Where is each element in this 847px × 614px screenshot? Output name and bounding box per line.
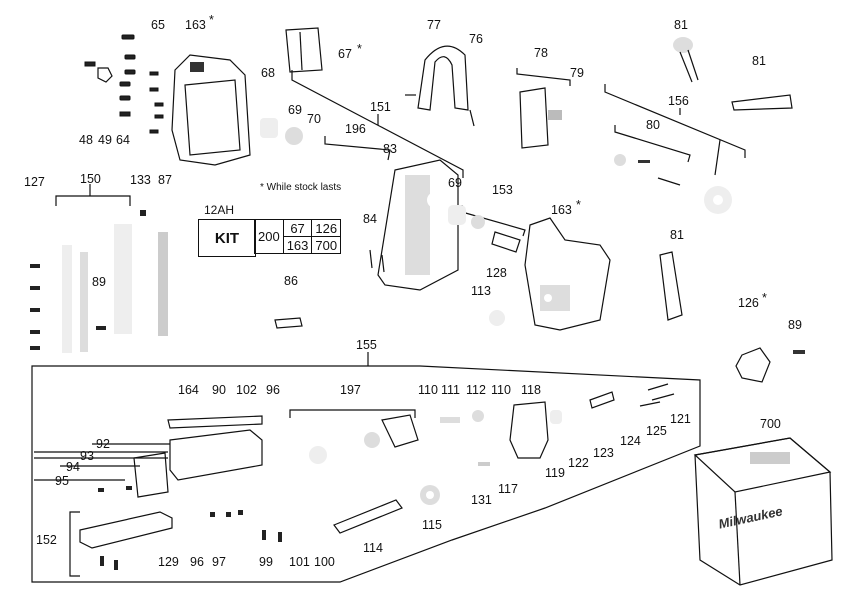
label-700: 700 (760, 417, 781, 431)
label-84: 84 (363, 212, 377, 226)
label-48: 48 (79, 133, 93, 147)
label-94: 94 (66, 460, 80, 474)
label-163: 163 (185, 18, 206, 32)
kit-code: 200 (254, 219, 284, 254)
label-86: 86 (284, 274, 298, 288)
label-197: 197 (340, 383, 361, 397)
label-68: 68 (261, 66, 275, 80)
label-89: 89 (92, 275, 106, 289)
column-151 (377, 159, 459, 291)
label-81: 81 (670, 228, 684, 242)
label-90: 90 (212, 383, 226, 397)
label-65: 65 (151, 18, 165, 32)
housing-163-right (524, 217, 611, 331)
label-110: 110 (418, 383, 438, 397)
label-69: 69 (288, 103, 302, 117)
label-92: 92 (96, 437, 110, 451)
kit-battery-title: 12AH (204, 203, 235, 217)
label-127: 127 (24, 175, 45, 189)
label-110: 110 (491, 383, 511, 397)
label-129: 129 (158, 555, 179, 569)
label-153: 153 (492, 183, 513, 197)
label-95: 95 (55, 474, 69, 488)
label-155: 155 (356, 338, 377, 352)
label-102: 102 (236, 383, 257, 397)
label-asterisk: * (576, 198, 581, 212)
rails-150 (62, 224, 168, 353)
label-70: 70 (307, 112, 321, 126)
label-78: 78 (534, 46, 548, 60)
label-119: 119 (545, 466, 565, 480)
label-96: 96 (266, 383, 280, 397)
label-97: 97 (212, 555, 226, 569)
label-asterisk: * (357, 42, 362, 56)
label-152: 152 (36, 533, 57, 547)
label-93: 93 (80, 449, 94, 463)
label-196: 196 (345, 122, 366, 136)
label-114: 114 (363, 541, 383, 555)
label-100: 100 (314, 555, 335, 569)
label-156: 156 (668, 94, 689, 108)
label-111: 111 (441, 383, 461, 397)
label-101: 101 (289, 555, 310, 569)
housing-163-top (171, 54, 251, 166)
label-asterisk: * (209, 13, 214, 27)
label-133: 133 (130, 173, 151, 187)
screws-48-65 (84, 34, 164, 134)
label-164: 164 (178, 383, 199, 397)
label-126: 126 (738, 296, 759, 310)
label-87: 87 (158, 173, 172, 187)
label-49: 49 (98, 133, 112, 147)
carrying-case-700 (693, 437, 833, 586)
label-150: 150 (80, 172, 101, 186)
kit-cell: 700 (311, 236, 342, 254)
kit-cell: 126 (311, 219, 342, 237)
kit-cell: 67 (282, 219, 313, 237)
label-asterisk: * (762, 291, 767, 305)
label-80: 80 (646, 118, 660, 132)
stock-note: * While stock lasts (260, 182, 342, 193)
label-125: 125 (646, 424, 667, 438)
label-115: 115 (422, 518, 442, 532)
kit-label: KIT (198, 219, 256, 257)
label-83: 83 (383, 142, 397, 156)
label-112: 112 (466, 383, 486, 397)
label-64: 64 (116, 133, 130, 147)
label-123: 123 (593, 446, 614, 460)
label-131: 131 (471, 493, 492, 507)
label-163: 163 (551, 203, 572, 217)
label-122: 122 (568, 456, 589, 470)
label-121: 121 (670, 412, 691, 426)
label-99: 99 (259, 555, 273, 569)
label-96: 96 (190, 555, 204, 569)
label-151: 151 (370, 100, 391, 114)
label-89: 89 (788, 318, 802, 332)
label-79: 79 (570, 66, 584, 80)
label-67: 67 (338, 47, 352, 61)
label-76: 76 (469, 32, 483, 46)
label-81: 81 (674, 18, 688, 32)
label-128: 128 (486, 266, 507, 280)
label-113: 113 (471, 284, 491, 298)
label-77: 77 (427, 18, 441, 32)
label-69: 69 (448, 176, 462, 190)
kit-cell: 163 (282, 236, 313, 254)
label-117: 117 (498, 482, 518, 496)
label-118: 118 (521, 383, 541, 397)
kit-table: 200 67 126 163 700 (254, 219, 342, 254)
label-124: 124 (620, 434, 641, 448)
label-81: 81 (752, 54, 766, 68)
